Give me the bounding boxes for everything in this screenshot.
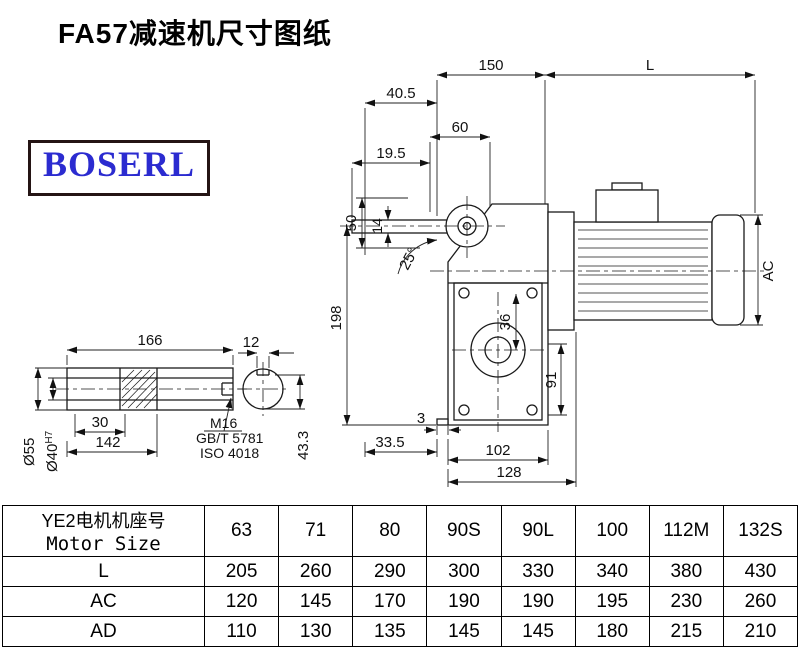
table-cell: 145 xyxy=(500,616,576,647)
table-cell: 215 xyxy=(648,616,724,647)
dim-91-label: 91 xyxy=(543,372,560,389)
centerlines xyxy=(55,196,768,432)
dim-h7-superscript: H7 xyxy=(44,430,55,443)
table-cell: 430 xyxy=(722,556,799,587)
table-cell: 300 xyxy=(426,556,502,587)
note-iso4018: ISO 4018 xyxy=(200,445,259,461)
dim-50-label: 50 xyxy=(343,215,360,232)
size-90l: 90L xyxy=(500,505,576,557)
dimension-lines xyxy=(34,71,763,487)
table-cell: 330 xyxy=(500,556,576,587)
row-label-L: L xyxy=(2,556,205,587)
mounting-foot xyxy=(436,418,449,426)
dim-33-5-label: 33.5 xyxy=(375,434,404,451)
table-cell: 190 xyxy=(500,586,576,617)
dim-36-label: 36 xyxy=(497,314,514,331)
table-header-en: Motor Size xyxy=(46,533,161,555)
table-cell: 195 xyxy=(574,586,650,617)
dim-128-label: 128 xyxy=(496,464,521,481)
size-132s: 132S xyxy=(722,505,799,557)
dim-AC-label: AC xyxy=(760,260,777,281)
dim-d55-label: Ø55 xyxy=(21,438,38,466)
dim-142-label: 142 xyxy=(95,434,120,451)
dim-150-label: 150 xyxy=(478,57,503,74)
table-cell: 210 xyxy=(722,616,799,647)
table-header-row: YE2电机机座号 Motor Size 63 71 80 90S 90L 100… xyxy=(2,505,799,557)
dim-102-label: 102 xyxy=(485,442,510,459)
row-label-AD: AD xyxy=(2,616,205,647)
table-cell: 130 xyxy=(278,616,354,647)
size-63: 63 xyxy=(203,505,280,557)
table-cell: 205 xyxy=(203,556,280,587)
table-header-cn: YE2电机机座号 xyxy=(41,511,166,531)
dimension-drawing: 150 L 40.5 60 19.5 14 50 25° 198 AC 36 9… xyxy=(21,57,777,487)
table-cell: 145 xyxy=(278,586,354,617)
input-shaft xyxy=(351,219,453,234)
boserl-logo: BOSERL xyxy=(28,140,211,196)
dim-30-label: 30 xyxy=(92,414,109,431)
table-cell: 340 xyxy=(574,556,650,587)
size-80: 80 xyxy=(352,505,428,557)
table-cell: 290 xyxy=(352,556,428,587)
table-cell: 260 xyxy=(278,556,354,587)
note-gbt5781: GB/T 5781 xyxy=(196,430,264,446)
dim-19-5-label: 19.5 xyxy=(376,145,405,162)
output-flange xyxy=(453,282,543,421)
table-cell: 190 xyxy=(426,586,502,617)
table-cell: 380 xyxy=(648,556,724,587)
table-cell: 110 xyxy=(203,616,280,647)
table-cell: 135 xyxy=(352,616,428,647)
size-112m: 112M xyxy=(648,505,724,557)
dim-166-label: 166 xyxy=(137,332,162,349)
row-label-AC: AC xyxy=(2,586,205,617)
motor-size-table: YE2电机机座号 Motor Size 63 71 80 90S 90L 100… xyxy=(2,505,799,647)
table-cell: 260 xyxy=(722,586,799,617)
dim-d40-text: Ø40 xyxy=(44,444,61,472)
dim-3-label: 3 xyxy=(417,410,425,427)
table-cell: 145 xyxy=(426,616,502,647)
size-90s: 90S xyxy=(426,505,502,557)
table-cell: 170 xyxy=(352,586,428,617)
dim-14-label: 14 xyxy=(369,218,385,234)
motor-fins xyxy=(578,229,708,312)
dim-40-5-label: 40.5 xyxy=(386,85,415,102)
dim-43-3-label: 43.3 xyxy=(295,431,312,460)
boserl-logo-text: BOSERL xyxy=(43,144,196,184)
note-m16: M16 xyxy=(210,415,237,431)
table-header-motor-size: YE2电机机座号 Motor Size xyxy=(2,505,205,557)
dim-198-label: 198 xyxy=(328,305,345,330)
size-71: 71 xyxy=(278,505,354,557)
terminal-box xyxy=(595,189,659,223)
table-cell: 180 xyxy=(574,616,650,647)
dim-60-label: 60 xyxy=(452,119,469,136)
gearbox-outline-group xyxy=(66,182,745,426)
page-title: FA57减速机尺寸图纸 xyxy=(58,18,332,49)
table-cell: 120 xyxy=(203,586,280,617)
dim-d40h7-label: Ø40H7 xyxy=(44,430,61,472)
dim-12-label: 12 xyxy=(243,334,260,351)
table-row-AD: AD 110 130 135 145 145 180 215 210 xyxy=(2,616,799,647)
dim-L-label: L xyxy=(646,57,654,74)
table-row-AC: AC 120 145 170 190 190 195 230 260 xyxy=(2,586,799,617)
table-cell: 230 xyxy=(648,586,724,617)
fan-cover xyxy=(711,214,745,326)
table-row-L: L 205 260 290 300 330 340 380 430 xyxy=(2,556,799,587)
size-100: 100 xyxy=(574,505,650,557)
